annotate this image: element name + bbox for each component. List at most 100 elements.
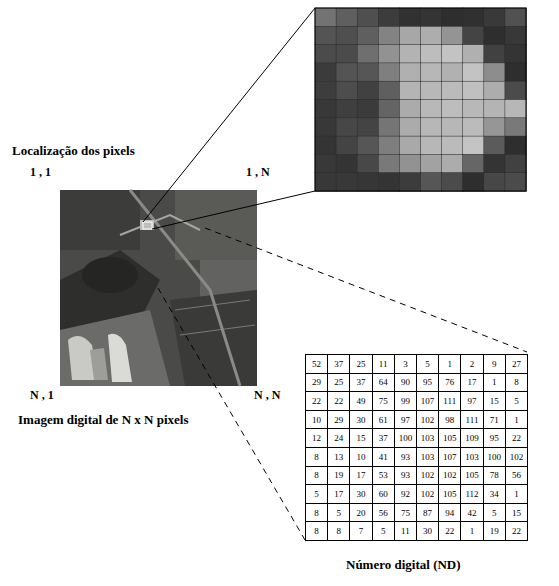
table-cell: 8 — [305, 521, 328, 541]
table-cell: 5 — [505, 391, 528, 411]
zoom-pixel — [315, 136, 337, 155]
table-cell: 100 — [394, 428, 417, 448]
table-cell: 76 — [438, 373, 461, 393]
zoom-pixel — [336, 118, 358, 137]
table-cell: 42 — [460, 503, 483, 523]
zoom-pixel — [421, 26, 443, 45]
table-cell: 61 — [372, 410, 395, 430]
zoom-pixel — [378, 154, 400, 173]
table-cell: 12 — [305, 428, 328, 448]
zoom-pixel — [399, 26, 421, 45]
table-cell: 87 — [416, 503, 439, 523]
zoom-line — [143, 8, 315, 222]
zoom-pixel — [421, 154, 443, 173]
zoom-pixel — [399, 118, 421, 137]
zoom-pixel — [463, 45, 485, 64]
table-cell: 19 — [483, 521, 506, 541]
table-cell: 8 — [327, 521, 350, 541]
zoom-pixel — [505, 26, 527, 45]
zoom-pixel — [399, 173, 421, 192]
table-cell: 5 — [483, 503, 506, 523]
zoom-pixel — [505, 173, 527, 192]
table-cell: 25 — [327, 373, 350, 393]
zoom-pixel — [336, 8, 358, 27]
table-cell: 105 — [438, 484, 461, 504]
corner-label: 1 , 1 — [30, 165, 51, 180]
zoom-pixel — [421, 8, 443, 27]
zoom-pixel — [484, 26, 506, 45]
zoom-pixel — [484, 154, 506, 173]
table-cell: 75 — [394, 503, 417, 523]
table-cell: 60 — [372, 484, 395, 504]
zoom-pixel — [357, 118, 379, 137]
table-cell: 5 — [327, 503, 350, 523]
table-cell: 30 — [416, 521, 439, 541]
table-cell: 5 — [372, 521, 395, 541]
table-cell: 109 — [460, 428, 483, 448]
zoom-pixel — [442, 118, 464, 137]
zoom-pixel — [484, 8, 506, 27]
zoom-pixel — [315, 118, 337, 137]
zoom-pixel — [463, 118, 485, 137]
table-cell: 11 — [372, 354, 395, 374]
zoom-pixel — [378, 8, 400, 27]
zoom-pixel — [442, 45, 464, 64]
table-cell: 22 — [305, 391, 328, 411]
table-cell: 97 — [460, 391, 483, 411]
zoom-pixel — [505, 100, 527, 119]
table-cell: 100 — [483, 447, 506, 467]
zoom-pixel — [357, 100, 379, 119]
table-cell: 95 — [416, 373, 439, 393]
zoom-pixel — [442, 8, 464, 27]
table-cell: 64 — [372, 373, 395, 393]
zoom-pixel — [336, 136, 358, 155]
table-cell: 52 — [305, 354, 328, 374]
table-cell: 7 — [349, 521, 372, 541]
zoom-pixel — [315, 8, 337, 27]
zoom-pixel — [484, 100, 506, 119]
zoom-pixel — [378, 81, 400, 100]
zoom-pixel — [378, 118, 400, 137]
table-cell: 71 — [483, 410, 506, 430]
table-cell: 105 — [460, 466, 483, 486]
table-cell: 25 — [349, 354, 372, 374]
table-cell: 111 — [438, 391, 461, 411]
zoom-pixel — [484, 118, 506, 137]
zoom-pixel — [399, 81, 421, 100]
zoom-pixel — [505, 154, 527, 173]
table-cell: 30 — [349, 410, 372, 430]
table-cell: 22 — [438, 521, 461, 541]
table-caption: Número digital (ND) — [346, 557, 461, 573]
zoom-pixel — [378, 136, 400, 155]
zoom-pixel — [378, 26, 400, 45]
zoom-pixel — [421, 63, 443, 82]
table-cell: 1 — [438, 354, 461, 374]
zoom-pixel — [378, 100, 400, 119]
zoom-pixel — [378, 63, 400, 82]
table-cell: 75 — [372, 391, 395, 411]
zoom-pixel — [357, 63, 379, 82]
zoom-pixel — [336, 100, 358, 119]
zoom-pixel — [315, 26, 337, 45]
zoom-pixel — [336, 81, 358, 100]
zoom-pixel — [442, 26, 464, 45]
table-cell: 102 — [416, 484, 439, 504]
zoom-pixel — [484, 136, 506, 155]
zoom-pixel — [357, 45, 379, 64]
zoom-pixel — [421, 118, 443, 137]
zoom-pixel — [484, 63, 506, 82]
table-cell: 8 — [505, 373, 528, 393]
table-cell: 27 — [505, 354, 528, 374]
table-cell: 19 — [327, 466, 350, 486]
table-cell: 5 — [305, 484, 328, 504]
table-cell: 37 — [327, 354, 350, 374]
table-cell: 56 — [372, 503, 395, 523]
table-cell: 29 — [305, 373, 328, 393]
table-cell: 22 — [505, 521, 528, 541]
zoom-pixel — [357, 173, 379, 192]
zoom-grid — [315, 8, 527, 192]
zoom-pixel — [315, 154, 337, 173]
table-cell: 2 — [460, 354, 483, 374]
zoom-pixel — [463, 136, 485, 155]
zoom-pixel — [442, 136, 464, 155]
